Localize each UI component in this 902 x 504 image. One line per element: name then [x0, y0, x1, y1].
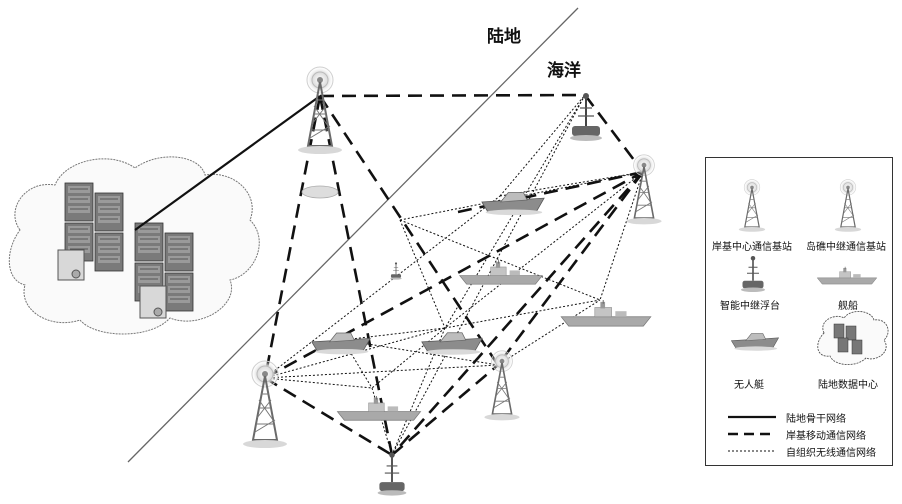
data-center-cloud — [9, 157, 259, 334]
relay-buoy-small-icon — [390, 262, 402, 279]
legend-label-self-organizing: 自组织无线通信网络 — [786, 444, 876, 459]
shore-station-2-icon — [243, 361, 287, 448]
unmanned-boat-3-icon — [422, 333, 482, 355]
legend-label-mobile-network: 岸基移动通信网络 — [786, 427, 866, 442]
reef-relay-station-2-icon — [484, 351, 519, 421]
warship-1-icon — [460, 260, 543, 284]
legend-label-reef-station: 岛礁中继通信基站 — [806, 238, 886, 253]
shore-base-station-icon — [298, 67, 342, 154]
relay-buoy-bottom-icon — [378, 452, 407, 495]
land-data-center-icon — [818, 311, 888, 364]
legend-label-relay-buoy: 智能中继浮台 — [720, 297, 780, 312]
unmanned-boat-2-icon — [312, 333, 370, 354]
legend-label-shore-station: 岸基中心通信基站 — [712, 238, 792, 253]
reef-relay-station-icon — [626, 155, 661, 225]
warship-2-icon — [561, 300, 651, 326]
warship-icon — [817, 267, 877, 284]
unmanned-boat-icon — [731, 334, 778, 351]
legend-label-backbone: 陆地骨干网络 — [786, 410, 846, 425]
ocean-label: 海洋 — [547, 56, 581, 81]
relay-buoy-top-icon — [570, 93, 602, 141]
smart-relay-buoy-icon — [741, 256, 765, 292]
reef-relay-station-icon — [835, 180, 861, 232]
legend-label-warship: 舰船 — [838, 297, 858, 312]
land-label: 陆地 — [487, 22, 521, 47]
legend-label-unmanned-boat: 无人艇 — [734, 376, 764, 391]
warship-3-icon — [337, 396, 420, 420]
legend-label-data-center: 陆地数据中心 — [818, 376, 878, 391]
legend: 岸基中心通信基站 岛礁中继通信基站 智能中继浮台 舰船 无人艇 陆地数据中心 陆… — [705, 157, 893, 466]
shore-base-station-icon — [739, 180, 765, 232]
